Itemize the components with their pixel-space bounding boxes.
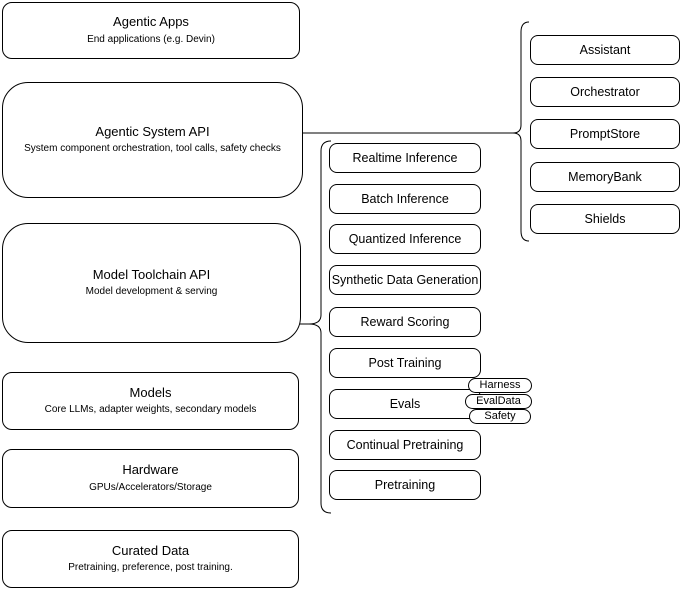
node-evals: Evals [329,389,481,419]
node-synthetic-data-generation: Synthetic Data Generation [329,265,481,295]
brace-toolchain-components [308,140,332,514]
node-label: MemoryBank [568,170,642,184]
tag-safety: Safety [469,409,531,424]
node-quantized-inference: Quantized Inference [329,224,481,254]
node-label: Reward Scoring [360,315,450,329]
tag-evaldata: EvalData [465,394,532,409]
node-title: Agentic Apps [113,14,189,30]
node-subtitle: Pretraining, preference, post training. [68,562,233,574]
node-label: Batch Inference [361,192,449,206]
node-hardware: Hardware GPUs/Accelerators/Storage [2,449,299,508]
node-label: Quantized Inference [348,232,462,246]
node-promptstore: PromptStore [530,119,680,149]
node-agentic-apps: Agentic Apps End applications (e.g. Devi… [2,2,300,59]
brace-system-components [512,21,530,242]
node-title: Agentic System API [95,123,210,139]
node-subtitle: GPUs/Accelerators/Storage [89,481,212,493]
node-curated-data: Curated Data Pretraining, preference, po… [2,530,299,588]
node-reward-scoring: Reward Scoring [329,307,481,337]
node-realtime-inference: Realtime Inference [329,143,481,173]
node-memorybank: MemoryBank [530,162,680,192]
node-model-toolchain-api: Model Toolchain API Model development & … [2,223,301,343]
node-label: Shields [584,212,626,226]
node-label: Post Training [368,356,442,370]
node-label: Orchestrator [570,85,640,99]
node-title: Hardware [122,462,179,478]
node-post-training: Post Training [329,348,481,378]
node-subtitle: Model development & serving [85,286,218,298]
node-subtitle: Core LLMs, adapter weights, secondary mo… [44,404,257,416]
node-label: Assistant [579,43,631,57]
node-agentic-system-api: Agentic System API System component orch… [2,82,303,198]
node-orchestrator: Orchestrator [530,77,680,107]
node-batch-inference: Batch Inference [329,184,481,214]
node-label: Evals [389,397,421,411]
tag-label: EvalData [476,395,521,407]
node-label: Continual Pretraining [346,438,464,452]
tag-label: Harness [479,379,521,391]
node-label: Synthetic Data Generation [331,273,479,287]
node-models: Models Core LLMs, adapter weights, secon… [2,372,299,430]
node-continual-pretraining: Continual Pretraining [329,430,481,460]
node-label: Pretraining [374,478,436,492]
node-assistant: Assistant [530,35,680,65]
node-title: Model Toolchain API [92,266,211,282]
node-subtitle: End applications (e.g. Devin) [87,33,215,45]
tag-label: Safety [484,410,516,422]
node-label: PromptStore [569,127,641,141]
node-title: Curated Data [111,542,190,558]
node-subtitle: System component orchestration, tool cal… [24,143,281,155]
tag-harness: Harness [468,378,532,393]
node-pretraining: Pretraining [329,470,481,500]
node-label: Realtime Inference [352,151,458,165]
node-shields: Shields [530,204,680,234]
node-title: Models [129,384,172,400]
